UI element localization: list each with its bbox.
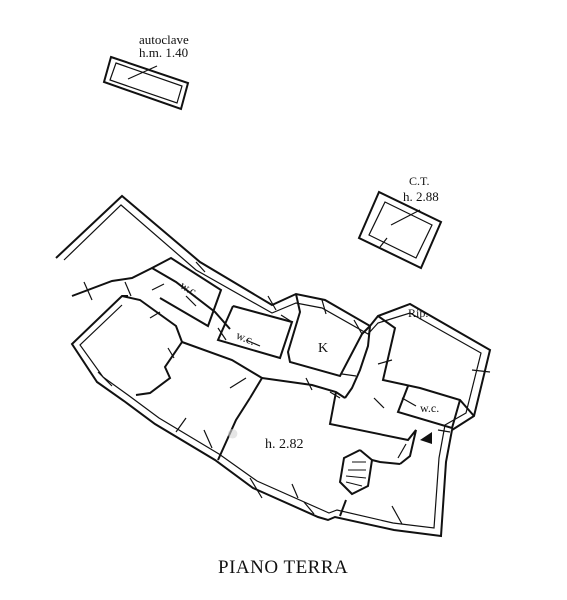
interior-walls <box>71 256 475 517</box>
kitchen-label: K <box>318 341 329 356</box>
ct-height-label: h. 2.88 <box>403 189 439 204</box>
watermark: ● <box>226 420 241 445</box>
autoclave-structure <box>102 55 190 111</box>
rip-label: Rip. <box>408 306 429 320</box>
autoclave-height-label: h.m. 1.40 <box>139 45 189 60</box>
ct-structure <box>357 190 443 270</box>
entrance-arrow <box>420 432 432 444</box>
opening-marks <box>83 261 491 525</box>
wc-label-right: w.c. <box>420 401 440 415</box>
ct-label: C.T. <box>409 174 430 188</box>
floor-title: PIANO TERRA <box>218 557 349 578</box>
stair-hatch <box>345 461 367 487</box>
main-hall-height-label: h. 2.82 <box>265 437 304 452</box>
building-outline <box>55 194 492 538</box>
autoclave-label: autoclave <box>139 32 189 47</box>
